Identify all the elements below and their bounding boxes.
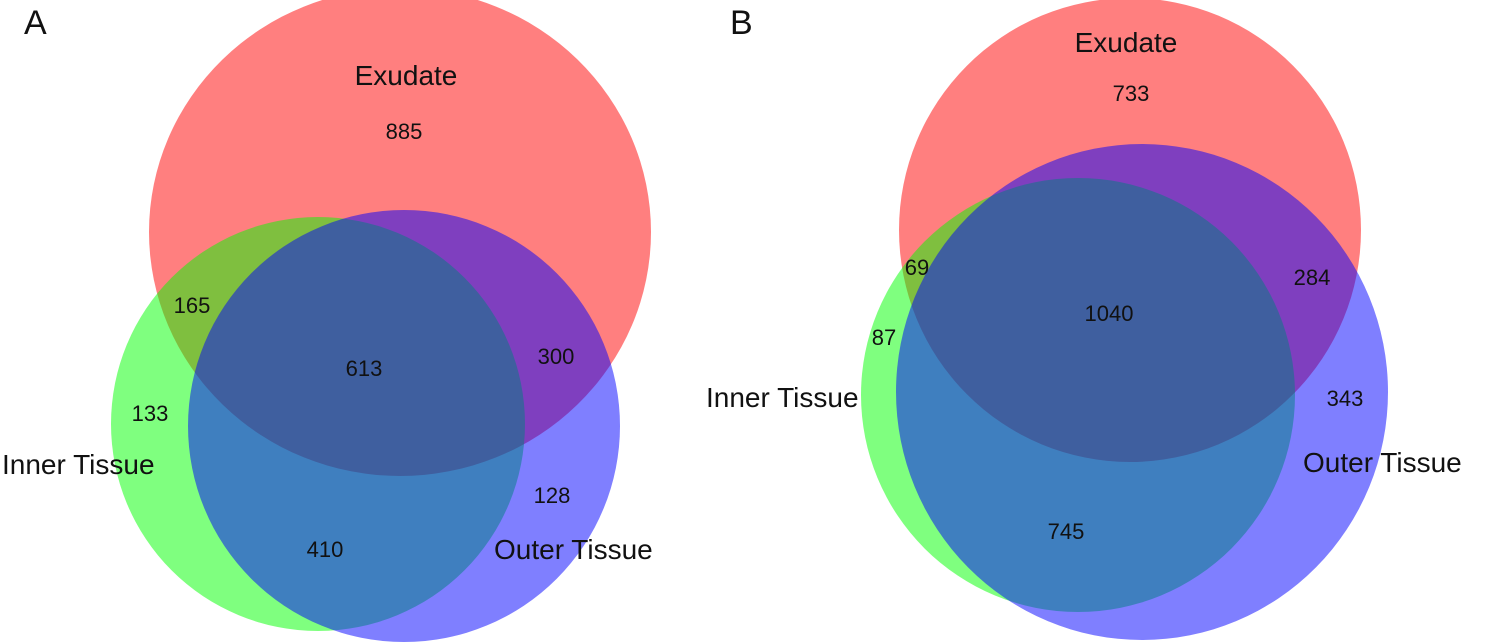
set-label-outer-tissue: Outer Tissue bbox=[1303, 447, 1462, 478]
venn-panel-b: B Exudate Inner Tissue Outer Tissue 733 … bbox=[706, 0, 1462, 640]
count-exudate-only: 733 bbox=[1113, 81, 1150, 106]
count-outer-only: 343 bbox=[1327, 386, 1364, 411]
set-label-exudate: Exudate bbox=[1075, 27, 1178, 58]
set-label-outer-tissue: Outer Tissue bbox=[494, 534, 653, 565]
count-exudate-outer: 284 bbox=[1294, 265, 1331, 290]
count-inner-only: 133 bbox=[132, 401, 169, 426]
count-exudate-inner: 165 bbox=[174, 293, 211, 318]
set-label-exudate: Exudate bbox=[355, 60, 458, 91]
panel-letter: B bbox=[730, 4, 753, 42]
count-all-three: 613 bbox=[346, 356, 383, 381]
panel-letter: A bbox=[24, 4, 47, 42]
set-label-inner-tissue: Inner Tissue bbox=[2, 449, 155, 480]
count-inner-only: 87 bbox=[872, 325, 896, 350]
count-inner-outer: 410 bbox=[307, 537, 344, 562]
count-inner-outer: 745 bbox=[1048, 519, 1085, 544]
count-exudate-only: 885 bbox=[386, 119, 423, 144]
count-outer-only: 128 bbox=[534, 483, 571, 508]
venn-panel-a: A Exudate Inner Tissue Outer Tissue 885 … bbox=[2, 0, 653, 642]
count-exudate-inner: 69 bbox=[905, 255, 929, 280]
circle-outer-tissue bbox=[896, 144, 1388, 640]
circle-outer-tissue bbox=[188, 210, 620, 642]
count-exudate-outer: 300 bbox=[538, 344, 575, 369]
set-label-inner-tissue: Inner Tissue bbox=[706, 382, 859, 413]
count-all-three: 1040 bbox=[1085, 301, 1134, 326]
